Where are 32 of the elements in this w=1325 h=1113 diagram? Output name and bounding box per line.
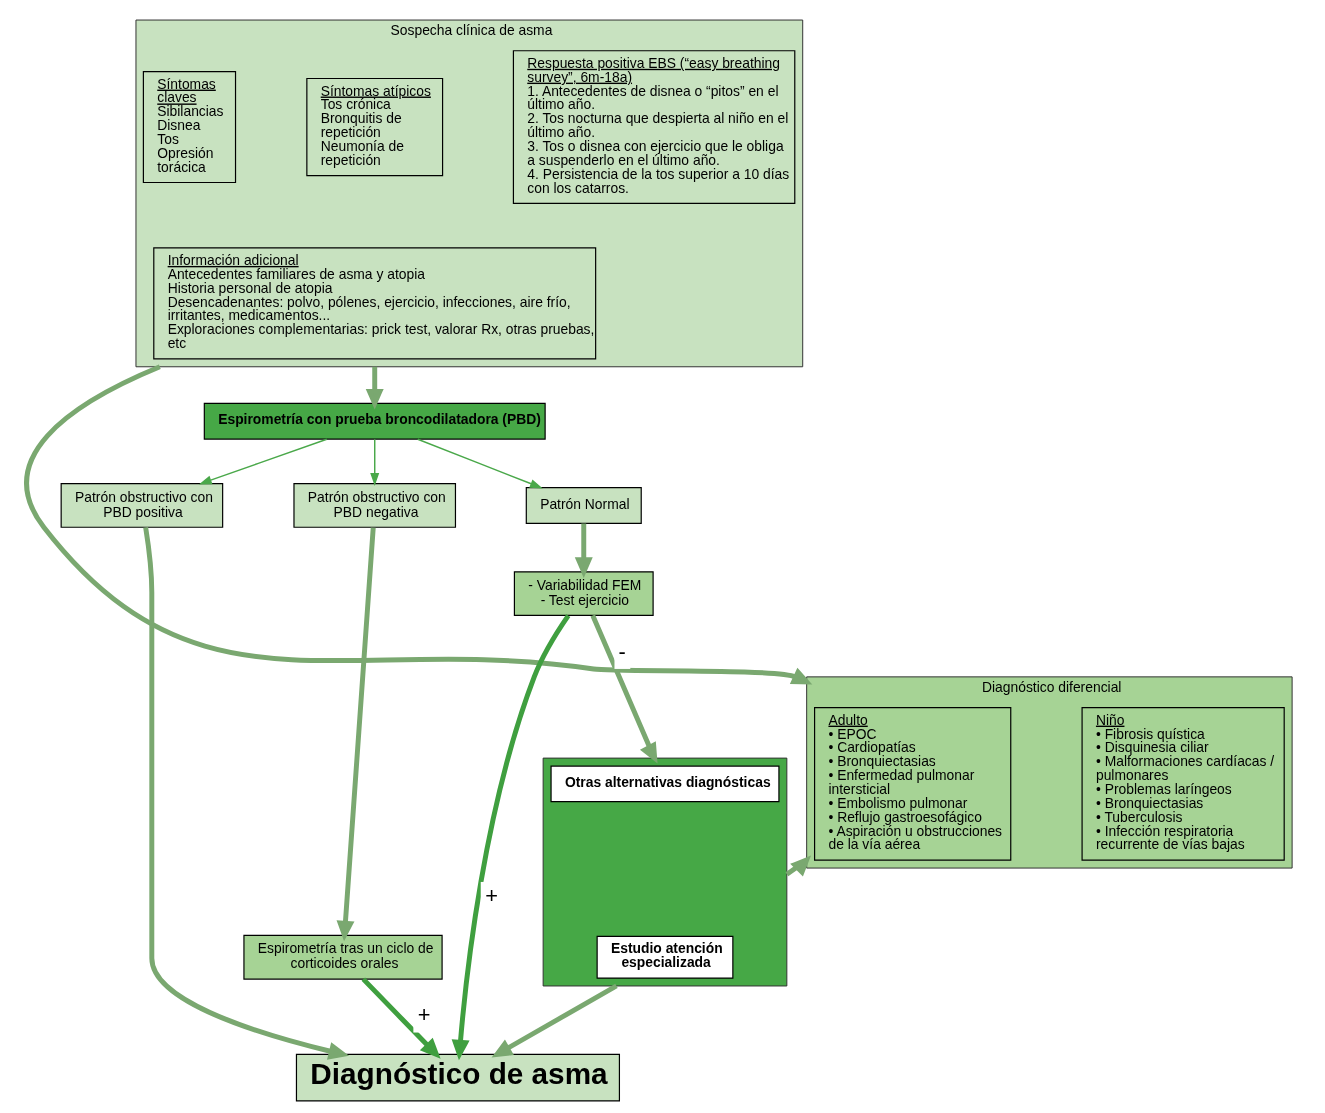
node-box: Espirometría con prueba broncodilatadora (PBD): [203, 402, 546, 440]
node-box: Síntomas claves Sibilancias Disnea Tos Opresión torácica: [142, 70, 236, 184]
node-box: Adulto • EPOC • Cardiopatías • Bronquiectasias • Enfermedad pulmonar intersticial • Embolismo pulmonar • Reflujo gastroesofágico • Aspiración u obstrucciones de la vía aérea: [813, 707, 1011, 861]
arrow: [451, 614, 570, 1061]
cluster: [542, 757, 787, 987]
node-box: Otras alternativas diagnósticas: [549, 765, 780, 803]
arrow: [416, 438, 543, 489]
arrow: [23, 364, 812, 685]
node-box: Espirometría tras un ciclo de corticoides orales: [242, 934, 443, 980]
arrow: [369, 438, 379, 486]
node-box: Patrón obstructivo con PBD negativa: [292, 483, 456, 528]
node-box: Patrón Normal: [525, 487, 642, 524]
arrow: [590, 614, 658, 764]
arrow: [574, 523, 593, 578]
node-box: Patrón obstructivo con PBD positiva: [60, 483, 223, 528]
edge-label: -: [617, 638, 626, 664]
arrow: [784, 855, 811, 877]
arrow: [142, 526, 349, 1060]
node-box: Diagnóstico de asma: [295, 1053, 620, 1102]
node-box: Información adicional Antecedentes familiares de asma y atopia Historia personal de atopia Desencadenantes: polvo, pólenes, ejercicio, infecciones, aire frío, irritantes, medicamentos... Exploraciones complementarias: prick test, valorar Rx, otras pruebas, etc: [152, 247, 596, 360]
edge-label: +: [417, 1002, 431, 1028]
arrow: [365, 366, 384, 410]
node-box: Niño • Fibrosis quística • Disquinesia ciliar • Malformaciones cardíacas / pulmonares • Problemas laríngeos • Bronquiectasias • Tuberculosis • Infección respiratoria recurrente de vías bajas: [1081, 707, 1285, 861]
node-box: Síntomas atípicos Tos crónica Bronquitis de repetición Neumonía de repetición: [305, 77, 443, 177]
arrow: [361, 977, 441, 1059]
arrow: [198, 438, 327, 485]
node-box: Respuesta positiva EBS (“easy breathing survey”, 6m-18a) 1. Antecedentes de disnea o “pitos” en el último año. 2. Tos nocturna que despierta al niño en el último año. 3. Tos o disnea con ejercicio que le obliga a suspenderlo en el último año. 4. Persistencia de la tos superior a 10 días con los catarros.: [512, 50, 795, 204]
edge-label: +: [484, 883, 498, 909]
arrow: [491, 983, 618, 1058]
arrow: [336, 527, 376, 942]
node-box: Estudio atención especializada: [596, 935, 733, 979]
node-box: - Variabilidad FEM - Test ejercicio: [513, 571, 654, 617]
